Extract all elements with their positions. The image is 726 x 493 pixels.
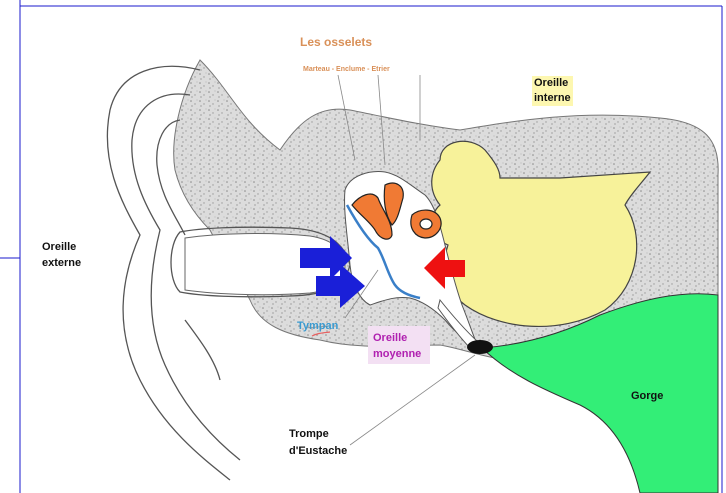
eustachian-tube-label-line2: d'Eustache <box>289 443 347 460</box>
inner-ear-label-line2: interne <box>532 91 573 106</box>
outer-ear-label-line1: Oreille <box>42 239 81 255</box>
throat-label: Gorge <box>631 388 663 404</box>
middle-ear-label-line1: Oreille <box>373 330 421 346</box>
eustachian-opening <box>467 340 493 354</box>
outer-ear-label-line2: externe <box>42 255 81 271</box>
eustachian-tube-label: Trompe d'Eustache <box>289 426 347 460</box>
eustachian-tube-label-line1: Trompe <box>289 426 347 443</box>
inner-ear-label: Oreille interne <box>532 76 573 106</box>
ossicles-title: Les osselets <box>300 34 372 50</box>
outer-ear-label: Oreille externe <box>42 239 81 271</box>
inner-ear-label-line1: Oreille <box>532 76 573 91</box>
eardrum-label: Tympan <box>297 318 338 334</box>
ossicles-subtitle: Marteau - Enclume - Etrier <box>303 62 390 78</box>
middle-ear-label: Oreille moyenne <box>373 330 421 362</box>
middle-ear-label-line2: moyenne <box>373 346 421 362</box>
